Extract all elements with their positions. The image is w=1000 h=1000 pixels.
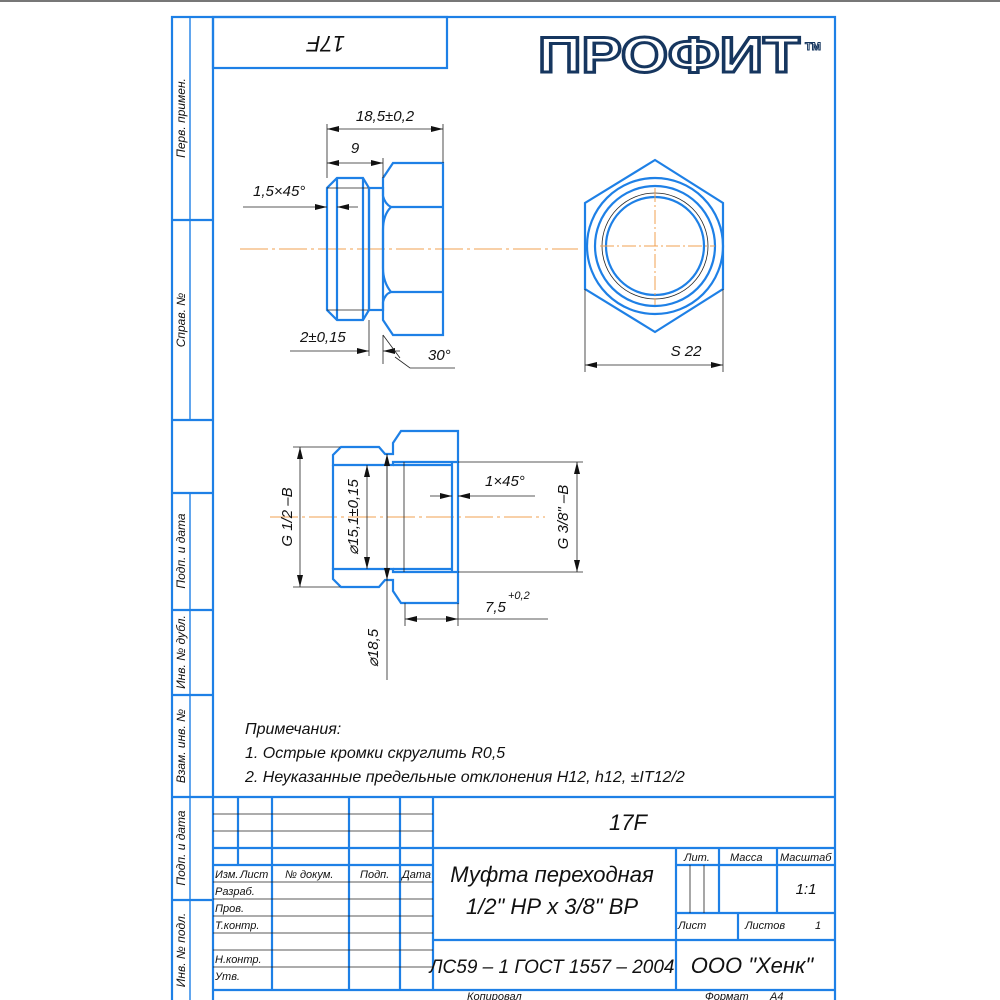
dim-thread-length: 9 (351, 140, 360, 157)
side-label: Взам. инв. № (174, 709, 188, 783)
dim-inner-chamfer: 1×45° (485, 473, 525, 490)
dim-angle: 30° (428, 347, 451, 364)
role-label: Н.контр. (215, 954, 262, 966)
profit-logo: ПРОФИТ TM (537, 26, 822, 85)
section-view (270, 429, 545, 605)
side-label: Подп. и дата (174, 810, 188, 885)
side-label: Подп. и дата (174, 513, 188, 588)
lit-label: Лит. (683, 852, 710, 864)
note-item: 2. Неуказанные предельные отклонения H12… (244, 769, 685, 786)
designation: 17F (609, 810, 648, 835)
col-header: Подп. (360, 869, 389, 881)
col-header: Дата (400, 869, 431, 881)
role-label: Утв. (214, 971, 240, 983)
section-dimensions: G 1/2 –B ⌀15,1±0,15 ⌀18,5 G 3/8" –B 1×45… (279, 446, 583, 680)
part-name-line1: Муфта переходная (450, 862, 654, 887)
title-block: Изм. Лист № докум. Подп. Дата Разраб. Пр… (213, 795, 835, 1000)
scale-label: Масштаб (780, 852, 832, 864)
side-label: Перв. примен. (174, 78, 188, 158)
side-view (240, 161, 578, 337)
dim-thread-inner: G 3/8" –B (555, 485, 572, 550)
logo-text: ПРОФИТ (538, 27, 800, 83)
note-item: 1. Острые кромки скруглить R0,5 (245, 745, 505, 762)
top-stamp-text: 17F (305, 31, 344, 56)
dim-bore: ⌀15,1±0,15 (345, 479, 362, 555)
side-label: Справ. № (174, 293, 188, 348)
hex-view: S 22 (583, 158, 725, 372)
material: ЛС59 – 1 ГОСТ 1557 – 2004 (428, 957, 675, 978)
part-name-line2: 1/2" НР х 3/8" ВР (466, 894, 638, 919)
side-view-dimensions: 18,5±0,2 9 1,5×45° 2±0,15 30° (243, 108, 455, 369)
sheets-label: Листов (744, 920, 785, 932)
dim-inner-depth-tol: +0,2 (508, 590, 530, 602)
dim-inner-depth: 7,5 (485, 599, 507, 616)
scale-value: 1:1 (796, 881, 817, 898)
format-value: A4 (769, 991, 783, 1000)
side-labels: Перв. примен. Справ. № Подп. и дата Инв.… (174, 78, 188, 987)
role-label: Т.контр. (215, 920, 259, 932)
role-label: Разраб. (215, 886, 255, 898)
dim-groove-dia: ⌀18,5 (365, 628, 382, 667)
copied-label: Копировал (467, 991, 522, 1000)
dim-thread-outer: G 1/2 –B (279, 487, 296, 546)
side-label: Инв. № дубл. (174, 615, 188, 689)
notes-title: Примечания: (245, 721, 341, 738)
col-header: Изм. (215, 869, 238, 881)
dim-groove: 2±0,15 (299, 329, 346, 346)
dim-chamfer: 1,5×45° (253, 183, 305, 200)
sheets-value: 1 (815, 920, 821, 932)
dim-overall-length: 18,5±0,2 (356, 108, 415, 125)
dim-hex-size: S 22 (671, 343, 703, 360)
notes: Примечания: 1. Острые кромки скруглить R… (244, 721, 685, 786)
col-header: Лист (239, 869, 268, 881)
side-label: Инв. № подл. (174, 913, 188, 987)
company: ООО "Хенк" (691, 953, 815, 978)
mass-label: Масса (730, 852, 763, 864)
top-stamp: 17F (211, 15, 449, 70)
role-label: Пров. (215, 903, 244, 915)
format-label: Формат (705, 991, 749, 1000)
logo-tm: TM (805, 41, 821, 53)
col-header: № докум. (285, 869, 333, 881)
sheet-label: Лист (677, 920, 706, 932)
